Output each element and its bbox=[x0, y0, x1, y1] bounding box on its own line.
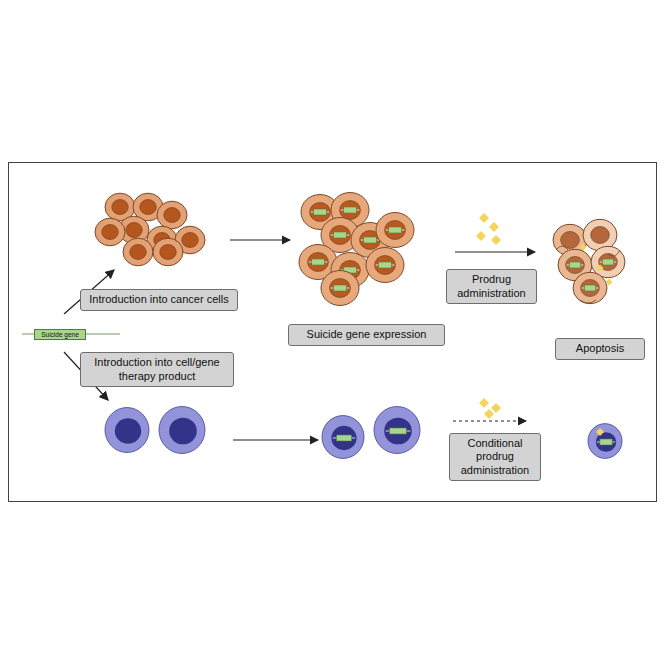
gene-mark bbox=[344, 207, 357, 213]
therapy-cell bbox=[322, 416, 364, 459]
nucleus bbox=[160, 245, 177, 260]
cancer-cell bbox=[573, 272, 607, 303]
nucleus bbox=[591, 227, 610, 244]
prodrug bbox=[484, 409, 494, 419]
nucleus bbox=[308, 253, 329, 272]
therapy-cell bbox=[374, 407, 420, 454]
arrow bbox=[230, 239, 290, 240]
gene-mark bbox=[569, 262, 580, 268]
cancer-cell bbox=[321, 271, 359, 306]
gene-mark bbox=[364, 237, 377, 243]
step-label: Prodrug administration bbox=[446, 269, 537, 304]
label-text: Suicide gene expression bbox=[307, 328, 427, 340]
cell-body bbox=[153, 238, 183, 266]
cell-body bbox=[376, 213, 414, 248]
prodrug bbox=[476, 231, 486, 241]
nucleus bbox=[340, 201, 361, 220]
nucleus bbox=[581, 280, 600, 297]
therapy-cell bbox=[105, 408, 149, 453]
cell-body bbox=[123, 238, 153, 266]
nucleus bbox=[330, 279, 351, 298]
step-label: Conditional prodrug administration bbox=[449, 433, 541, 481]
cell-body bbox=[374, 407, 420, 454]
nucleus bbox=[331, 426, 356, 450]
cell-body bbox=[159, 407, 205, 454]
arrow bbox=[455, 251, 535, 252]
gene-mark bbox=[600, 439, 612, 445]
step-label: Introduction into cancer cells bbox=[80, 289, 238, 311]
cancer-cell bbox=[366, 248, 404, 283]
cancer-cell bbox=[376, 213, 414, 248]
gene-mark bbox=[584, 285, 595, 291]
cancer-cell bbox=[123, 238, 153, 266]
label-text: Introduction into cell/gene therapy prod… bbox=[94, 356, 219, 381]
gene-mark bbox=[312, 259, 325, 265]
nucleus bbox=[102, 225, 119, 240]
label-text: Conditional prodrug administration bbox=[461, 437, 529, 475]
gene-mark bbox=[334, 232, 347, 238]
prodrug bbox=[489, 222, 499, 232]
cell-body bbox=[157, 201, 187, 229]
cancer-cell bbox=[157, 201, 187, 229]
gene-mark bbox=[602, 259, 613, 265]
cell-body bbox=[366, 248, 404, 283]
nucleus bbox=[130, 245, 147, 260]
nucleus bbox=[566, 257, 585, 274]
nucleus bbox=[126, 223, 143, 238]
nucleus bbox=[140, 200, 157, 215]
prodrug bbox=[479, 398, 489, 408]
nucleus bbox=[330, 226, 351, 245]
cell-body bbox=[321, 271, 359, 306]
therapy-cell bbox=[159, 407, 205, 454]
nucleus bbox=[384, 418, 412, 445]
cell-body bbox=[588, 424, 622, 459]
nucleus bbox=[375, 256, 396, 275]
nucleus bbox=[182, 233, 199, 248]
step-label: Suicide gene expression bbox=[288, 324, 445, 346]
nucleus bbox=[385, 221, 406, 240]
nucleus bbox=[596, 432, 616, 452]
gene-mark bbox=[390, 428, 407, 434]
nucleus bbox=[164, 208, 181, 223]
dashed-arrow bbox=[453, 420, 526, 421]
gene-mark bbox=[334, 285, 347, 291]
nucleus bbox=[169, 418, 197, 445]
cell-fragments bbox=[556, 246, 620, 303]
gene-mark bbox=[314, 209, 327, 215]
prodrug bbox=[606, 279, 613, 286]
cell-body bbox=[95, 218, 125, 246]
cancer-cell bbox=[95, 218, 125, 246]
label-text: Prodrug administration bbox=[457, 273, 525, 298]
nucleus bbox=[112, 200, 129, 215]
cell-body bbox=[322, 416, 364, 459]
step-label: Introduction into cell/gene therapy prod… bbox=[80, 352, 234, 387]
prodrug bbox=[596, 428, 604, 436]
cell-body bbox=[105, 408, 149, 453]
gene-mark bbox=[336, 435, 351, 441]
therapy-cell bbox=[588, 424, 622, 459]
prodrug bbox=[580, 244, 587, 251]
prodrug bbox=[491, 235, 501, 245]
suicide-gene-box: Suicide gene bbox=[34, 329, 86, 340]
cell-body bbox=[573, 272, 607, 303]
label-text: Introduction into cancer cells bbox=[89, 293, 228, 305]
cancer-cell bbox=[583, 219, 617, 250]
label-text: Apoptosis bbox=[576, 342, 624, 354]
nucleus bbox=[115, 418, 141, 444]
prodrug bbox=[479, 213, 489, 223]
gene-mark bbox=[389, 227, 402, 233]
prodrug bbox=[597, 265, 604, 272]
label-text: Suicide gene bbox=[41, 331, 79, 338]
arrow bbox=[233, 439, 318, 440]
gene-mark bbox=[379, 262, 392, 268]
cancer-cell bbox=[153, 238, 183, 266]
prodrug bbox=[491, 403, 501, 413]
nucleus bbox=[310, 203, 331, 222]
step-label: Apoptosis bbox=[555, 338, 645, 360]
cell-body bbox=[583, 219, 617, 250]
